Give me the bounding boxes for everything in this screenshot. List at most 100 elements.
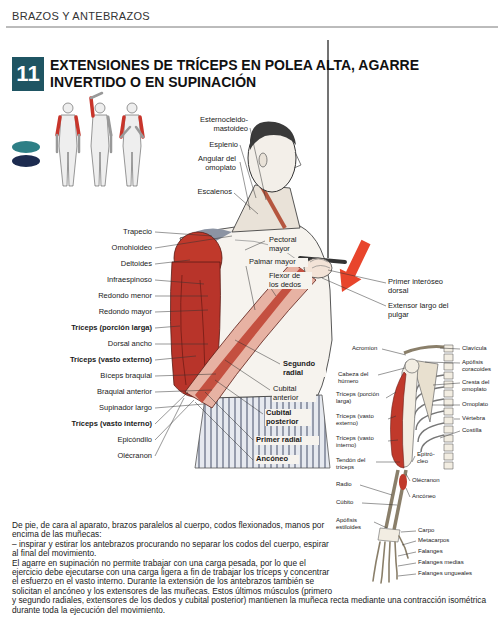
bone-label: Cresta del omoplato [462,379,500,393]
muscle-label: Braquial anterior [40,388,152,397]
thumb-body [59,115,77,186]
thumb-forearm [110,135,113,152]
leader-line [235,340,280,364]
hand-bones [373,536,408,583]
muscle-label: Palmar mayor [248,258,308,267]
leader-line [401,531,416,532]
leader-line [382,349,406,355]
running-header: BRAZOS Y ANTEBRAZOS [12,10,312,23]
muscle-label: Flexor de los dedos [268,272,312,289]
muscle-label: Primer radial [255,436,319,445]
bone-label: Falanges [418,548,478,555]
muscle-label: Escalenos [182,188,232,197]
muscle-label: Segundo radial [282,360,326,377]
bone-label: Clavícula [462,345,500,352]
trousers [195,395,330,468]
muscle-label: Esplenio [190,141,238,150]
thumb-forearm [136,127,143,137]
thumb-triceps [76,117,79,135]
spine [444,345,453,469]
leader-line [155,344,208,345]
leader-line [155,390,212,392]
leader-line [195,402,253,460]
neck [232,185,300,232]
movement-arrow [340,240,371,292]
muscle-label: Ancóneo [412,493,452,500]
teal-oval [12,141,40,153]
leader-line [205,392,253,440]
leader-line [376,462,400,463]
muscle-label: Dorsal ancho [40,340,152,349]
thumb-head [95,103,105,113]
humeral-head [405,359,419,373]
leader-line [440,348,460,349]
muscle-label: Tríceps (vasto interno) [336,435,390,449]
navy-oval [12,155,40,167]
leader-line [155,374,216,376]
bone-label: Apófisis coracoides [462,359,500,373]
bone-label: Vértebra [462,415,500,422]
muscle-label: Angular del omoplato [176,155,236,172]
muscle-label: Tríceps (porción larga) [40,324,152,333]
thumb-triceps [91,98,93,116]
leader-line [432,405,460,406]
leader-line [246,266,255,310]
leader-line [386,392,396,398]
muscle-label: Tendón del tríceps [336,457,376,471]
leader-line [398,563,416,566]
muscle-label: Pectoral mayor [268,236,312,253]
bone-label: Cúbito [336,499,366,506]
leader-line [155,356,196,360]
muscle-label: Redondo menor [40,292,152,301]
leader-line [155,280,204,284]
bone-label: Falanges medias [418,559,478,566]
hair [250,121,296,150]
leader-line [412,456,415,462]
thumb-forearm [91,93,102,98]
leader-line [225,360,270,390]
thumb-arm [108,117,111,135]
leader-line [155,326,180,328]
muscle-label: Ancóneo [255,455,299,464]
body-paragraph: El agarre en supinación no permite traba… [12,559,494,615]
muscle-label: Bíceps braquial [40,372,152,381]
bone-label: Epitró-cleo [417,451,441,465]
leader-line [155,260,190,264]
muscle-label: Tríceps (vasto externo) [336,413,390,427]
section-number-box: 11 [12,57,44,91]
ulna [394,470,406,530]
leader-line [406,474,410,481]
leader-line [155,400,194,440]
thumb-head [127,103,137,113]
muscle-label: Cubital anterior [272,385,316,402]
bone-label: Metacarpos [418,537,478,544]
leader-line [378,368,405,375]
thumb-forearm [56,135,59,152]
forearm [185,262,316,408]
leader-line [155,296,208,297]
thumb-body [91,115,109,186]
ear [259,153,267,167]
leader-line [402,541,416,545]
bone-label: Olécranon [40,452,152,461]
bone-label: Carpo [418,527,478,534]
muscle-label: Tríceps (porción larga) [336,391,390,405]
leader-line [454,419,460,420]
muscle-label: Extensor largo del pulgar [388,302,450,319]
leader-lines [155,128,460,576]
leader-line [155,398,184,456]
leader-line [155,232,212,236]
leader-line [250,128,266,200]
carpus [378,528,400,542]
leader-line [155,310,208,312]
leader-line [240,145,256,198]
bone-label: Acromion [352,345,392,352]
muscle-label: Omohioideo [40,244,152,253]
bone-label: Omoplato [462,401,500,408]
leader-line [425,362,460,363]
thumb-forearm [121,127,130,137]
nose [294,152,301,168]
thumb-body [123,115,141,186]
muscle-label: Cubital posterior [265,409,311,426]
